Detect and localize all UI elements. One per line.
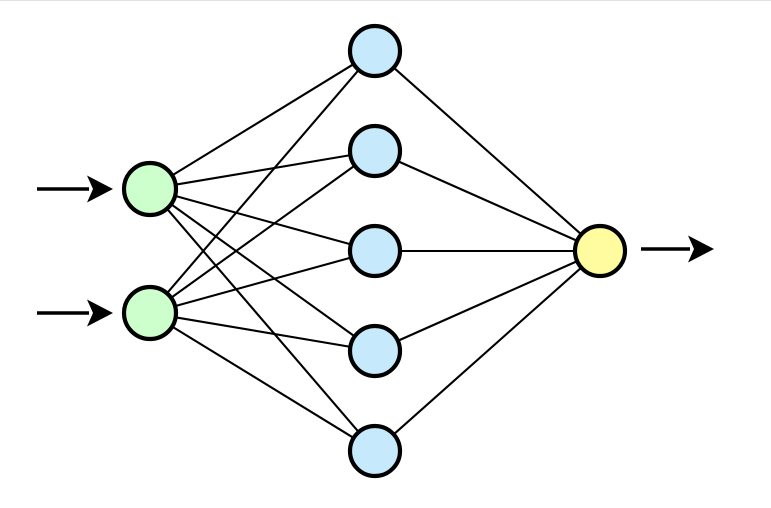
node-hidden-h3[interactable] [347, 223, 403, 279]
node-output-o1[interactable] [572, 223, 628, 279]
node-hidden-h5[interactable] [347, 423, 403, 479]
node-input-i2[interactable] [121, 284, 179, 342]
nodes-group [121, 23, 628, 479]
edge-i1-h3 [175, 195, 351, 246]
edge-i2-h5 [172, 325, 354, 439]
edge-i1-h5 [166, 208, 360, 433]
edges-group [166, 63, 582, 439]
input-arrow-top-head [87, 175, 113, 203]
input-arrow-bottom-head [87, 299, 113, 327]
edge-h4-o1 [397, 260, 578, 342]
node-hidden-h2[interactable] [347, 123, 403, 179]
edge-i2-h3 [175, 256, 351, 307]
edge-h5-o1 [393, 267, 582, 435]
edge-i2-h2 [170, 165, 355, 299]
edge-h2-o1 [397, 160, 578, 242]
edge-i1-h4 [170, 203, 355, 337]
node-hidden-h1[interactable] [347, 23, 403, 79]
node-input-i1[interactable] [121, 160, 179, 218]
edge-i1-h2 [175, 154, 351, 186]
io-arrows-group [37, 175, 714, 327]
node-hidden-h4[interactable] [347, 323, 403, 379]
edge-i2-h1 [166, 69, 360, 294]
edge-h1-o1 [393, 67, 582, 235]
edge-i1-h1 [172, 63, 354, 177]
output-arrow-head [688, 235, 714, 263]
edge-i2-h4 [175, 316, 351, 348]
